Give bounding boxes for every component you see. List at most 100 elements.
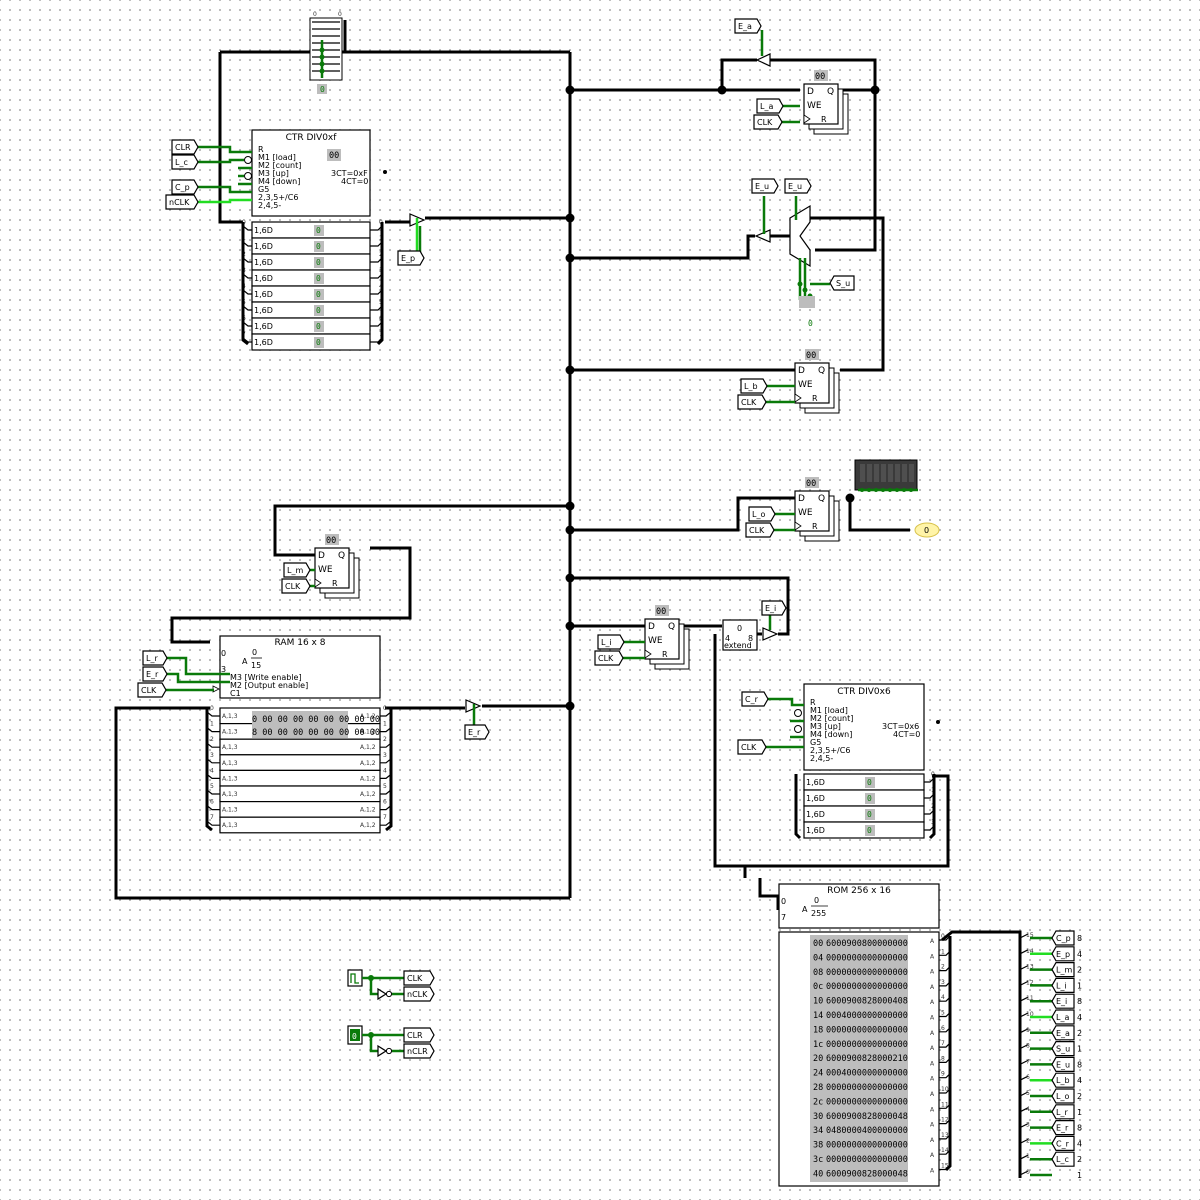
reg_mar-d-pin: D xyxy=(318,551,325,561)
pc-ct-hi: 3CT=0xF xyxy=(331,169,368,178)
rom-row-data: 6000900828000048 xyxy=(826,1169,908,1179)
ram-bit-slice xyxy=(219,754,381,771)
tunnel-nclk xyxy=(403,986,435,1002)
rom-row-data: 0000000000000000 xyxy=(826,953,908,963)
splitter-pin: 11 xyxy=(1026,995,1034,1002)
reg_ir-value: 00 xyxy=(656,607,666,617)
rom-row-data: 0000000000000000 xyxy=(826,968,908,978)
control-signal-name: L_m xyxy=(1056,966,1072,975)
reg_a-q-pin: Q xyxy=(827,87,834,97)
control-signal-tunnel xyxy=(1051,1040,1075,1057)
alu-probe-value: 0 xyxy=(808,319,813,328)
pc-bit-value: 0 xyxy=(316,226,321,235)
control-signal-name: E_u xyxy=(1056,1060,1070,1069)
output-display: 0 xyxy=(854,459,940,538)
reg_out-we-pin: WE xyxy=(798,508,813,518)
ram-bit-index: 0 xyxy=(210,705,214,712)
junction-dots xyxy=(565,85,880,711)
tunnel-label: C_p xyxy=(175,183,190,192)
reg_out-d-pin: D xyxy=(798,494,805,504)
ram-bit-index: 5 xyxy=(210,783,214,790)
step-input-inc: 2,3,5+/C6 xyxy=(810,746,850,755)
tunnel-label: CLK xyxy=(741,743,757,752)
pc-bit-label: 1,6D xyxy=(254,274,273,283)
control-signal-name: L_o xyxy=(1056,1092,1069,1101)
ram-row-0: 0 00 00 00 00 00 00 00 00 xyxy=(252,715,380,725)
rom-pin-index: 9 xyxy=(941,1071,945,1078)
extend-top-value: 0 xyxy=(737,624,742,633)
reg_a-value: 00 xyxy=(815,72,825,82)
rom-row-data: 0004000000000000 xyxy=(826,1011,908,1021)
reg_b-q-pin: Q xyxy=(818,366,825,376)
step-ct-hi: 3CT=0x6 xyxy=(882,722,919,731)
clear-button-value: 0 xyxy=(352,1032,357,1041)
extend-out-bits: 8 xyxy=(748,634,753,643)
tunnel-clk xyxy=(737,739,767,755)
pc-input-inc: 2,3,5+/C6 xyxy=(258,193,298,202)
rom-pin-letter: A xyxy=(930,1106,935,1113)
tunnel-label: L_r xyxy=(146,654,158,663)
ram-bit-index: 7 xyxy=(383,814,387,821)
reg_a-r-pin: R xyxy=(821,115,827,124)
tunnel-label: E_a xyxy=(738,22,752,31)
ram-bit-slice xyxy=(219,785,381,803)
splitter-pin: 9 xyxy=(1026,1027,1030,1034)
ram-cell-right: A,1,2 xyxy=(360,775,376,782)
tunnel-l-b xyxy=(740,378,768,394)
control-signal-name: C_r xyxy=(1056,1139,1070,1148)
pc-bit-value: 0 xyxy=(316,306,321,315)
ram-addr-pin-lo: 3 xyxy=(221,665,226,674)
tunnel-label: CLK xyxy=(285,582,301,591)
rom-pin-letter: A xyxy=(930,984,935,991)
control-signal-bit: 8 xyxy=(1077,934,1082,943)
rom-addr-letter: A xyxy=(802,905,808,914)
tunnel-e-a xyxy=(734,18,762,34)
svg-text:0: 0 xyxy=(313,11,317,18)
ram-cell-left: A,1,3 xyxy=(222,791,238,798)
rom-row-data: 0000000000000000 xyxy=(826,1097,908,1107)
rom-addr-pin-hi: 0 xyxy=(781,897,786,906)
ram-bit-index: 6 xyxy=(383,799,387,806)
rom-pin-index: 10 xyxy=(941,1086,949,1093)
ram-bit-slice xyxy=(219,738,381,756)
ram-bit-slice xyxy=(219,816,381,834)
tunnel-label: E_r xyxy=(146,670,159,679)
ram-write-enable: M3 [Write enable] xyxy=(230,673,302,682)
reg_a-we-pin: WE xyxy=(807,101,822,111)
ram-bit-index: 2 xyxy=(383,736,387,743)
reg_ir-q-pin: Q xyxy=(668,622,675,632)
ram-cell-right: A,1,2 xyxy=(360,807,376,814)
control-signal-tunnel xyxy=(1051,1072,1075,1088)
rom-row-data: 6000900828000048 xyxy=(826,1112,908,1122)
control-signal-name: C_p xyxy=(1056,934,1071,943)
control-signal-tunnel xyxy=(1051,1119,1075,1136)
ram-cell-left: A,1,3 xyxy=(222,713,238,720)
control-signal-bit: 1 xyxy=(1077,1171,1082,1180)
rom-row-addr: 20 xyxy=(813,1054,823,1064)
tunnel-e-i xyxy=(761,600,787,616)
splitter-pin: 13 xyxy=(1026,964,1034,971)
control-signal-bit: 8 xyxy=(1077,1124,1082,1133)
ram-clock-input: C1 xyxy=(230,689,241,698)
pc-bit-value: 0 xyxy=(316,274,321,283)
tunnel-e-p xyxy=(397,250,425,266)
reg_ir-d-pin: D xyxy=(648,622,655,632)
pc-ct-lo: 4CT=0 xyxy=(341,177,368,186)
reg_b-value: 00 xyxy=(806,351,816,361)
rom-pin-letter: A xyxy=(930,953,935,960)
ram-cell-left: A,1,3 xyxy=(222,760,238,767)
reg_ir-we-pin: WE xyxy=(648,636,663,646)
reg_b-d-pin: D xyxy=(798,366,805,376)
rom-pin-index: 8 xyxy=(941,1055,945,1062)
rom-row-addr: 28 xyxy=(813,1083,823,1093)
reg_out-body xyxy=(794,490,830,532)
splitter-pin: 10 xyxy=(1026,1011,1034,1018)
ram-row-8: 8 00 00 00 00 00 00 00 00 xyxy=(252,728,380,738)
ram-cell-right: A,1,2 xyxy=(360,791,376,798)
rom-row-addr: 04 xyxy=(813,953,823,963)
ram-cell-left: A,1,3 xyxy=(222,775,238,782)
splitter-pin: 14 xyxy=(1026,948,1034,955)
